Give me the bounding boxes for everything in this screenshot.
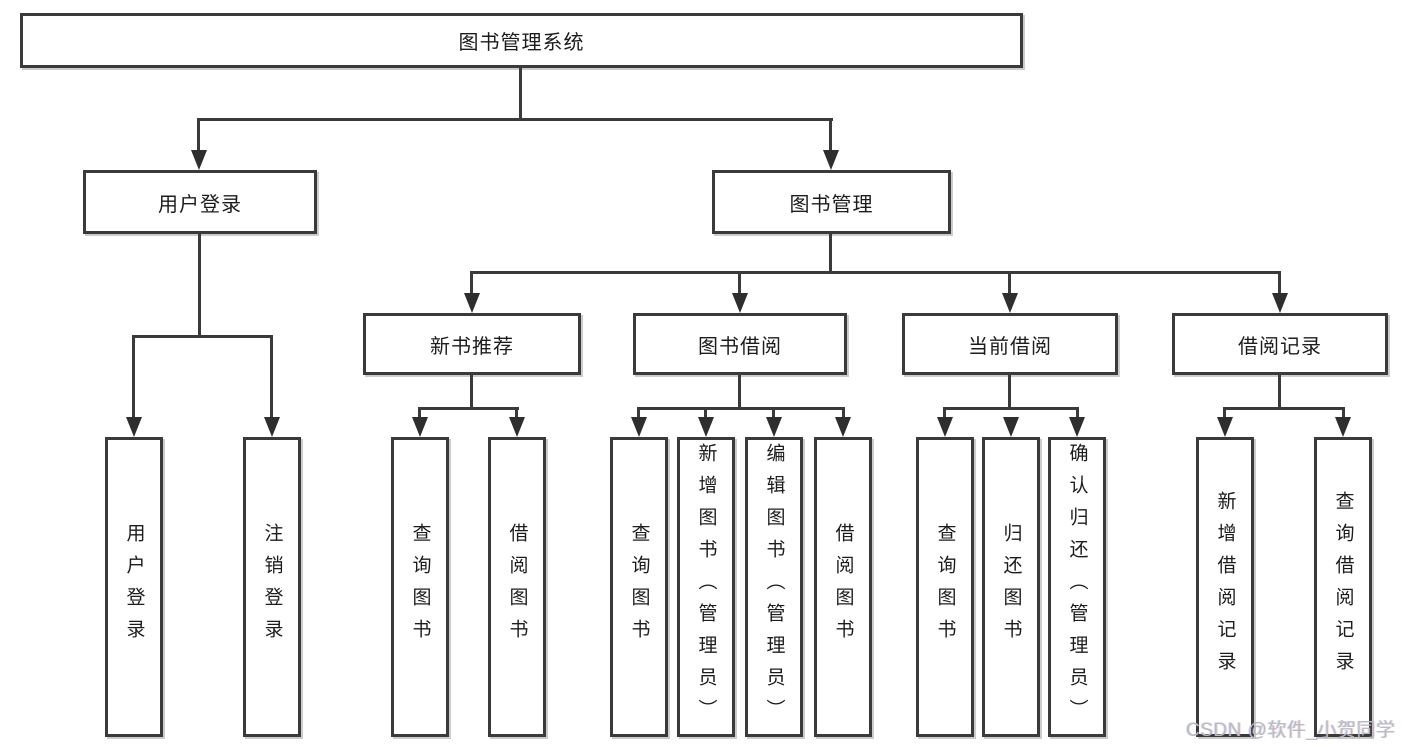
connector-stem xyxy=(1076,407,1079,419)
leaf-label: 查询借阅记录 xyxy=(1332,491,1354,683)
leaf-query-books: 查询图书 xyxy=(391,437,449,737)
node-new-book-recommend: 新书推荐 xyxy=(363,313,581,375)
node-label: 图书管理 xyxy=(789,193,874,216)
connector-stem xyxy=(132,335,135,419)
arrow-down-icon xyxy=(1272,293,1288,313)
leaf-logout: 注销登录 xyxy=(243,437,301,737)
arrow-down-icon xyxy=(412,417,428,437)
leaf-query-books: 查询图书 xyxy=(610,437,668,737)
node-current-borrow: 当前借阅 xyxy=(902,313,1118,375)
connector-stem xyxy=(943,407,946,419)
connector-stem xyxy=(829,234,832,272)
node-label: 新书推荐 xyxy=(430,335,514,358)
arrow-down-icon xyxy=(1069,417,1085,437)
connector-stem xyxy=(197,118,200,152)
connector-stem xyxy=(1223,407,1226,419)
leaf-label: 借阅图书 xyxy=(506,523,528,651)
connector-stem xyxy=(772,407,775,419)
connector-stem xyxy=(1278,375,1281,409)
connector-stem xyxy=(1008,271,1011,295)
connector-stem xyxy=(842,407,845,419)
node-borrow-record: 借阅记录 xyxy=(1172,313,1388,375)
connector-stem xyxy=(738,375,741,409)
node-book-borrow: 图书借阅 xyxy=(633,313,847,375)
connector-stem xyxy=(198,234,201,338)
csdn-watermark: CSDN @软件_小贺同学 xyxy=(1186,720,1396,741)
connector-stem xyxy=(1342,407,1345,419)
connector-stem xyxy=(418,407,421,419)
connector-rail xyxy=(470,271,1281,274)
connector-stem xyxy=(270,335,273,419)
node-library-management-system: 图书管理系统 xyxy=(20,13,1023,68)
arrow-down-icon xyxy=(823,150,839,170)
leaf-label: 新增图书（管理员） xyxy=(695,443,717,731)
node-user-login: 用户登录 xyxy=(83,170,317,234)
leaf-return-books: 归还图书 xyxy=(982,437,1040,737)
leaf-label: 新增借阅记录 xyxy=(1214,491,1236,683)
leaf-add-borrow-record: 新增借阅记录 xyxy=(1196,437,1254,737)
arrow-down-icon xyxy=(766,417,782,437)
connector-root-stem xyxy=(519,68,522,118)
connector-stem xyxy=(470,271,473,295)
connector-rail xyxy=(943,407,1079,410)
leaf-edit-books-admin: 编辑图书（管理员） xyxy=(745,437,803,737)
arrow-down-icon xyxy=(1002,293,1018,313)
node-label: 用户登录 xyxy=(158,193,242,216)
arrow-down-icon xyxy=(698,417,714,437)
arrow-down-icon xyxy=(191,150,207,170)
arrow-down-icon xyxy=(464,293,480,313)
leaf-label: 归还图书 xyxy=(1000,523,1022,651)
leaf-confirm-return-admin: 确认归还（管理员） xyxy=(1048,437,1106,737)
connector-stem xyxy=(470,375,473,409)
arrow-down-icon xyxy=(1335,417,1351,437)
connector-stem xyxy=(515,407,518,419)
connector-root-rail xyxy=(198,118,833,121)
leaf-label: 查询图书 xyxy=(934,523,956,651)
leaf-label: 编辑图书（管理员） xyxy=(763,443,785,731)
arrow-down-icon xyxy=(937,417,953,437)
arrow-down-icon xyxy=(509,417,525,437)
arrow-down-icon xyxy=(1003,417,1019,437)
leaf-label: 查询图书 xyxy=(628,523,650,651)
connector-stem xyxy=(637,407,640,419)
leaf-label: 借阅图书 xyxy=(832,523,854,651)
arrow-down-icon xyxy=(631,417,647,437)
arrow-down-icon xyxy=(264,417,280,437)
arrow-down-icon xyxy=(1217,417,1233,437)
connector-stem xyxy=(829,118,832,152)
node-label: 图书借阅 xyxy=(698,335,782,358)
connector-stem xyxy=(738,271,741,295)
arrow-down-icon xyxy=(732,293,748,313)
node-book-management: 图书管理 xyxy=(712,170,951,234)
node-label: 图书管理系统 xyxy=(458,32,585,54)
leaf-label: 确认归还（管理员） xyxy=(1066,443,1088,731)
leaf-borrow-books: 借阅图书 xyxy=(814,437,872,737)
arrow-down-icon xyxy=(126,417,142,437)
connector-stem xyxy=(1008,375,1011,409)
connector-rail xyxy=(1223,407,1345,410)
leaf-add-books-admin: 新增图书（管理员） xyxy=(677,437,735,737)
leaf-user-login: 用户登录 xyxy=(105,437,163,737)
node-label: 当前借阅 xyxy=(968,335,1052,358)
leaf-borrow-books: 借阅图书 xyxy=(488,437,546,737)
connector-rail xyxy=(637,407,845,410)
leaf-label: 用户登录 xyxy=(123,523,145,651)
leaf-query-books: 查询图书 xyxy=(916,437,974,737)
connector-rail xyxy=(418,407,519,410)
leaf-label: 查询图书 xyxy=(409,523,431,651)
connector-rail xyxy=(132,335,273,338)
connector-stem xyxy=(1278,271,1281,295)
connector-stem xyxy=(704,407,707,419)
arrow-down-icon xyxy=(835,417,851,437)
leaf-query-borrow-record: 查询借阅记录 xyxy=(1314,437,1372,737)
node-label: 借阅记录 xyxy=(1238,335,1322,358)
leaf-label: 注销登录 xyxy=(261,523,283,651)
